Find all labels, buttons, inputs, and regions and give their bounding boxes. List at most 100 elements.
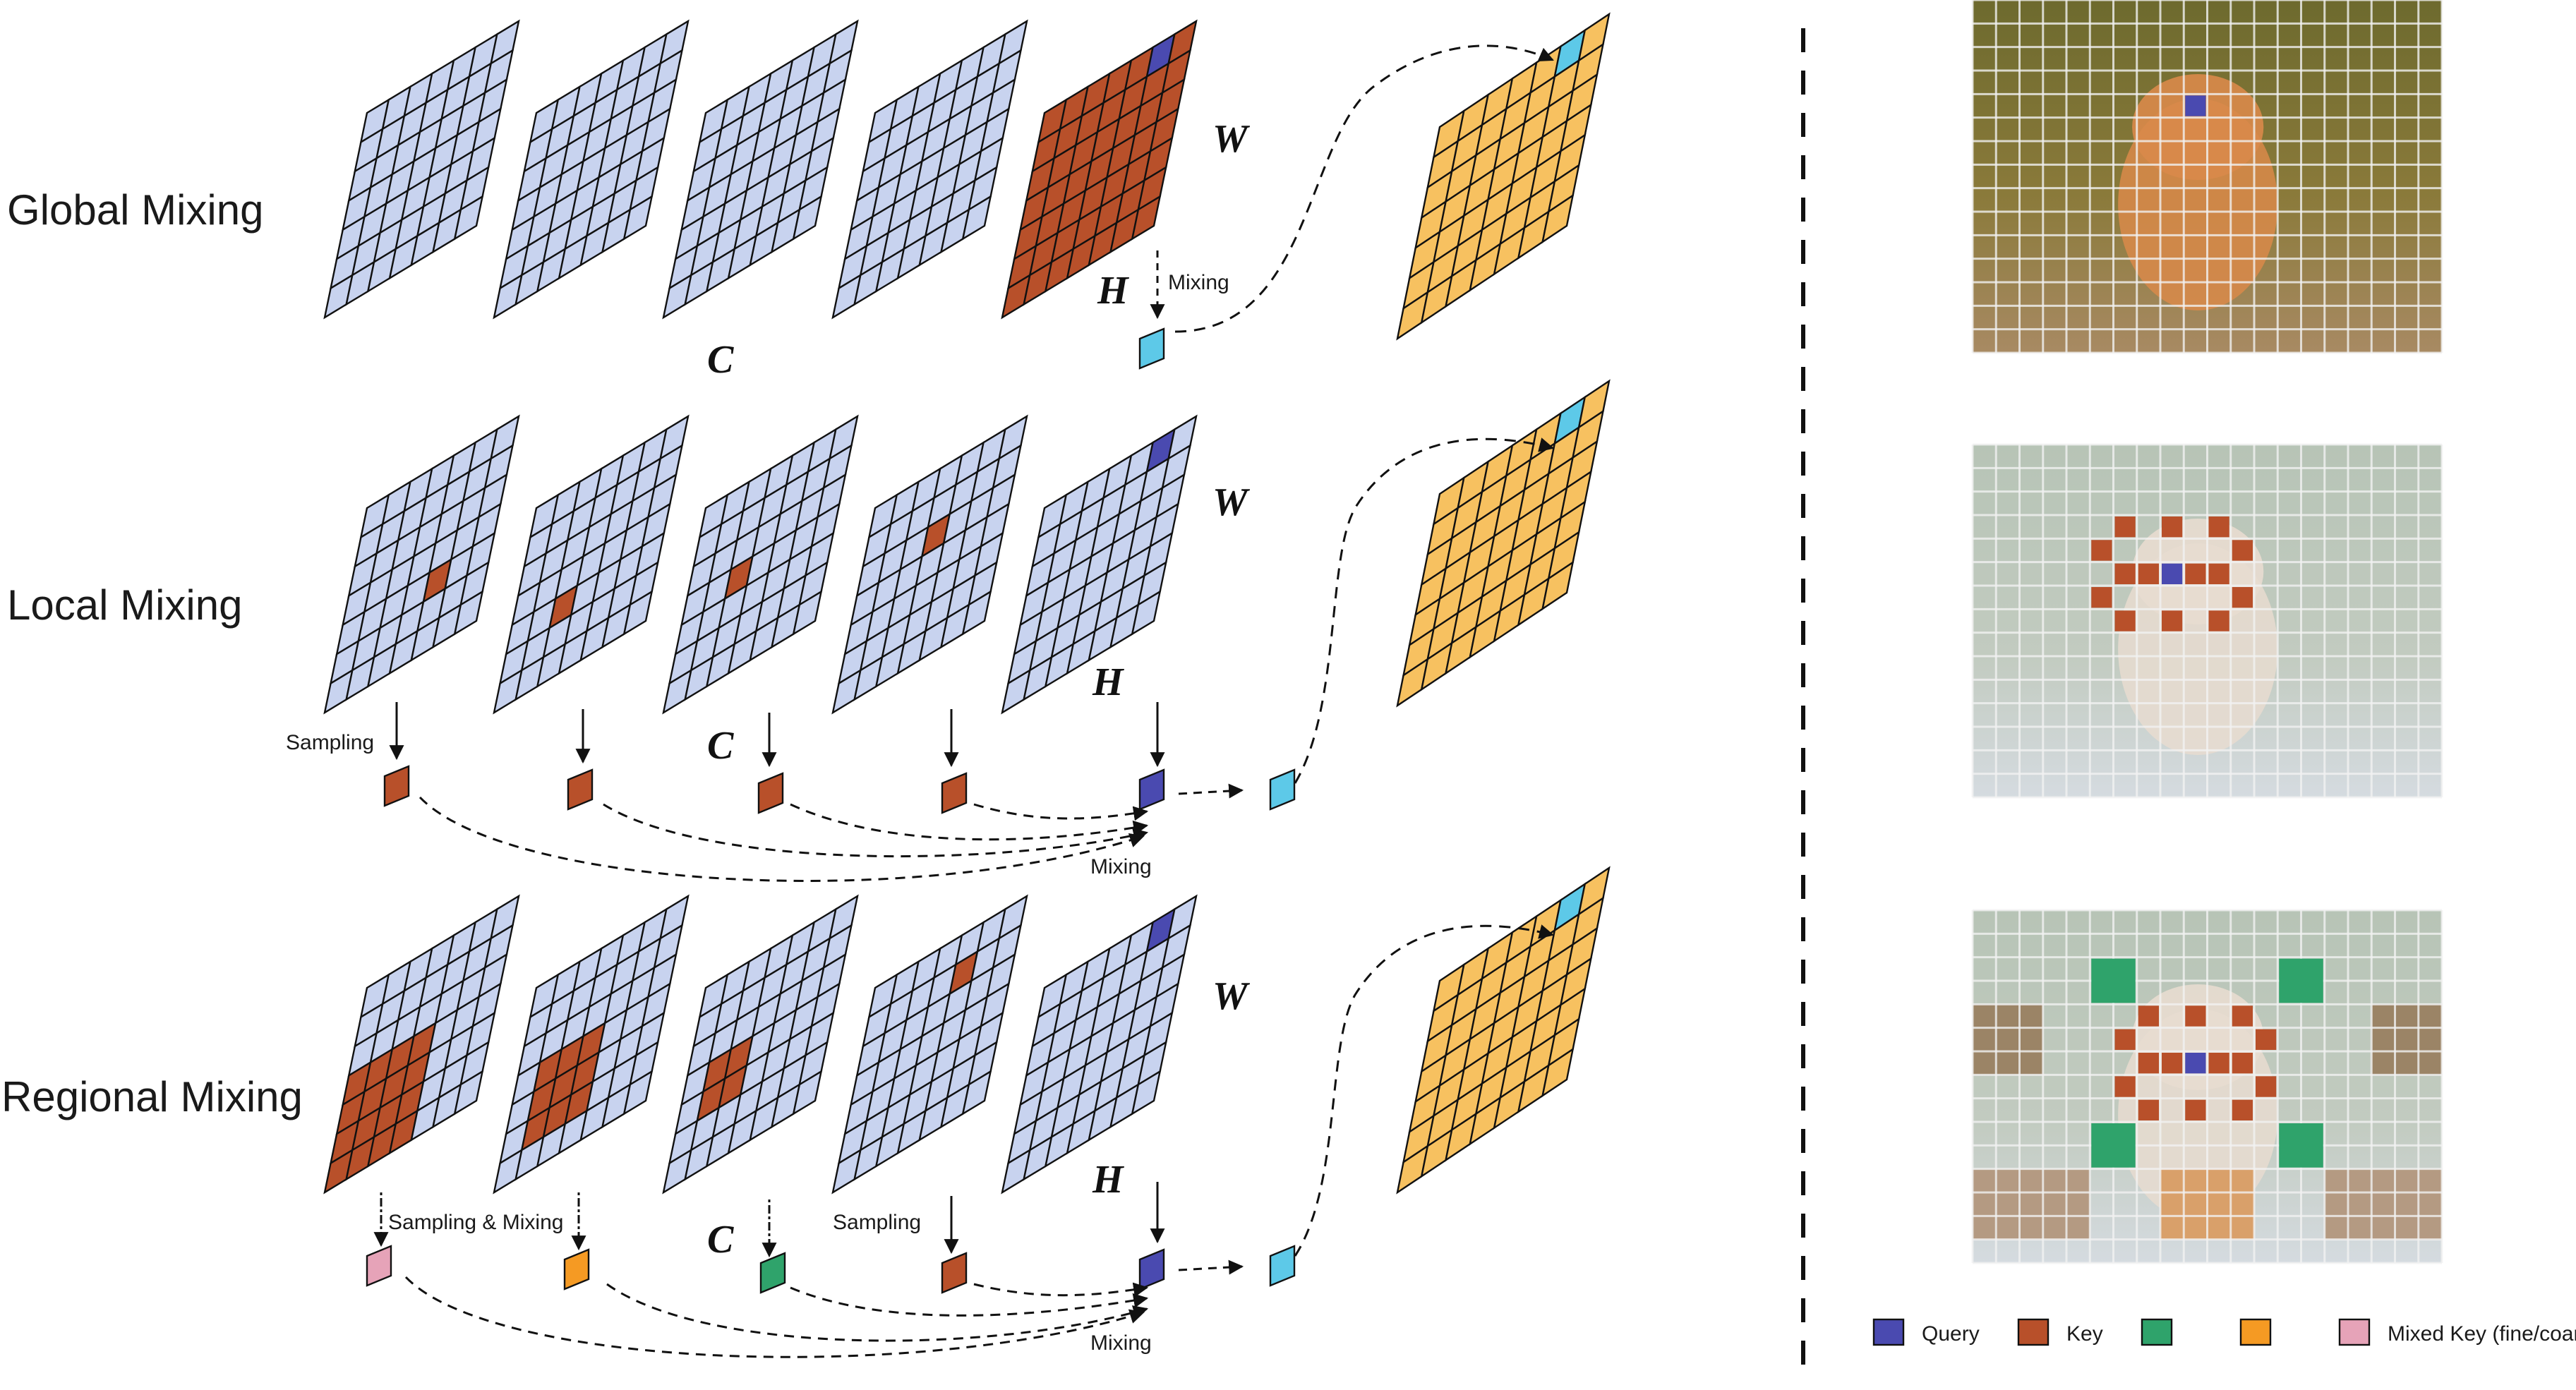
- image-cell: [2279, 1123, 2323, 1168]
- axis-c-regional: C: [707, 1218, 734, 1262]
- mixing-label-global: Mixing: [1168, 271, 1229, 294]
- regional-mixed-key-token-3: [759, 1252, 786, 1294]
- image-cell: [2162, 610, 2183, 631]
- regional-feature-maps: [323, 894, 1198, 1195]
- image-cell: [2208, 610, 2229, 631]
- image-cell: [2138, 1053, 2159, 1074]
- axis-w-local: W: [1212, 481, 1251, 524]
- local-map-1: [323, 414, 520, 715]
- local-map-5: [1001, 414, 1198, 715]
- axis-w-global: W: [1212, 117, 1251, 161]
- legend-swatch-1: [1872, 1318, 1905, 1346]
- local-map-4: [831, 414, 1028, 715]
- grid-cell: [453, 1070, 484, 1116]
- axis-h-global: H: [1097, 269, 1129, 313]
- image-cell: [2256, 1029, 2277, 1050]
- image-cell: [2279, 958, 2323, 1003]
- local-mixed-token: [1269, 768, 1296, 811]
- image-cell: [2091, 958, 2136, 1003]
- row-label-global: Global Mixing: [7, 186, 264, 234]
- local-feature-maps: [323, 414, 1198, 715]
- arrow-local-mix-1: [419, 796, 1145, 882]
- arrow-local-to-out: [1178, 783, 1244, 799]
- image-cell: [2185, 1005, 2206, 1027]
- grid-cell: [1541, 1047, 1575, 1098]
- sampling-mixing-label-regional: Sampling & Mixing: [388, 1211, 563, 1234]
- arrow-regional-mix-3: [790, 1286, 1149, 1317]
- arrow-local-mix-2: [603, 803, 1149, 858]
- arrow-local-mix-3: [790, 803, 1149, 841]
- grid-cell: [1131, 1070, 1162, 1116]
- local-key-token-4: [941, 772, 968, 814]
- global-map-5: [1001, 19, 1198, 320]
- local-key-token-3: [757, 772, 784, 814]
- image-cell: [2256, 1076, 2277, 1097]
- local-key-token-1: [383, 765, 410, 807]
- image-cell: [2162, 563, 2183, 584]
- image-cell: [2114, 1076, 2136, 1097]
- image-cell: [2162, 1053, 2183, 1074]
- grid-cell: [453, 195, 484, 241]
- grid-cell: [622, 1070, 654, 1116]
- mixing-label-local: Mixing: [1090, 855, 1152, 878]
- grid-cell: [792, 1070, 823, 1116]
- image-cell: [2162, 516, 2183, 538]
- image-cell: [2114, 516, 2136, 538]
- axis-h-local: H: [1092, 660, 1124, 704]
- local-map-3: [662, 414, 859, 715]
- image-cell: [2232, 1053, 2253, 1074]
- grid-cell: [961, 1070, 992, 1116]
- output-map-2: [1396, 379, 1611, 708]
- grid-cell: [1131, 195, 1162, 241]
- grid-cell: [961, 195, 992, 241]
- output-map-1: [1396, 12, 1611, 341]
- image-cell: [2185, 563, 2206, 584]
- grid-cell: [622, 590, 654, 636]
- mixing-label-regional: Mixing: [1090, 1331, 1152, 1355]
- cat-image-local: [1971, 443, 2443, 799]
- image-cell: [2232, 1005, 2253, 1027]
- image-cell: [2185, 95, 2206, 116]
- global-map-1: [323, 19, 520, 320]
- mixed-token-global: [1138, 327, 1165, 370]
- legend-label-1: Query: [1922, 1322, 1980, 1346]
- axis-w-regional: W: [1212, 974, 1251, 1018]
- image-cell: [2232, 587, 2253, 608]
- image-cell: [2091, 540, 2112, 561]
- axis-c-global: C: [707, 338, 734, 382]
- legend-swatch-2: [2017, 1318, 2050, 1346]
- local-map-2: [493, 414, 690, 715]
- image-cell: [2208, 516, 2229, 538]
- global-feature-maps: [323, 19, 1198, 320]
- global-map-4: [831, 19, 1028, 320]
- grid-cell: [1131, 590, 1162, 636]
- grid-cell: [961, 590, 992, 636]
- grid-cell: [453, 590, 484, 636]
- legend-swatch-5: [2338, 1318, 2371, 1346]
- row-label-local: Local Mixing: [7, 581, 243, 629]
- arrows: [373, 44, 1555, 1358]
- output-map-3: [1396, 866, 1611, 1195]
- image-cell: [2185, 1053, 2206, 1074]
- legend-swatch-3: [2141, 1318, 2173, 1346]
- sampling-label-regional: Sampling: [833, 1211, 921, 1234]
- regional-map-5: [1001, 894, 1198, 1195]
- image-cell: [2208, 563, 2229, 584]
- regional-key-token: [941, 1252, 968, 1294]
- image-cell: [2114, 1029, 2136, 1050]
- grid-cell: [1541, 193, 1575, 244]
- image-cell: [2114, 563, 2136, 584]
- regional-map-3: [662, 894, 859, 1195]
- regional-query-token: [1138, 1248, 1165, 1291]
- image-cell: [2232, 1099, 2253, 1120]
- local-key-token-2: [567, 768, 594, 811]
- arrow-regional-curve: [1294, 924, 1555, 1257]
- output-maps: [1396, 12, 1611, 1195]
- regional-mixed-key-token-2: [563, 1248, 590, 1291]
- grid-cell: [792, 195, 823, 241]
- image-cell: [2185, 1099, 2206, 1120]
- local-query-token: [1138, 768, 1165, 811]
- grid-cell: [1541, 560, 1575, 611]
